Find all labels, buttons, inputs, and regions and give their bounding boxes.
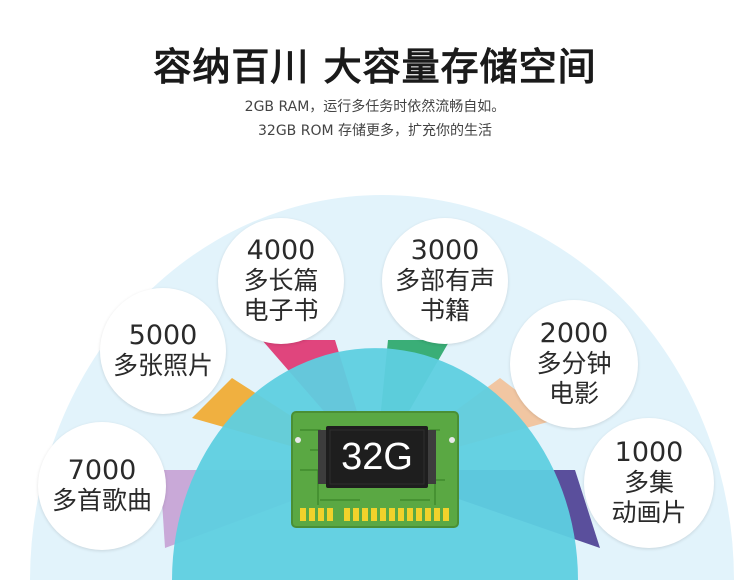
page-title: 容纳百川 大容量存储空间 — [153, 45, 597, 89]
bubble-songs: 7000 多首歌曲 — [38, 422, 166, 550]
bubble-label-2: 书籍 — [419, 296, 470, 325]
bubble-label: 多长篇 — [243, 266, 319, 295]
bubble-number: 3000 — [410, 235, 480, 266]
bubble-label: 多首歌曲 — [51, 486, 152, 515]
gold-pins — [300, 508, 449, 521]
bubble-number: 4000 — [246, 235, 316, 266]
bubble-ebooks: 4000 多长篇 电子书 — [218, 218, 344, 344]
bubble-movies: 2000 多分钟 电影 — [510, 300, 638, 428]
subtitle-rom: 32GB ROM 存储更多，扩充你的生活 — [258, 123, 492, 139]
bubble-label: 多分钟 — [536, 349, 612, 378]
bubble-number: 5000 — [128, 320, 198, 351]
bubble-number: 1000 — [614, 437, 684, 468]
bubble-photos: 5000 多张照片 — [100, 288, 226, 414]
bubble-audiobooks: 3000 多部有声 书籍 — [382, 218, 508, 344]
bubble-label-2: 电影 — [548, 379, 599, 408]
subtitle-ram: 2GB RAM，运行多任务时依然流畅自如。 — [244, 99, 506, 115]
chip-die — [326, 426, 428, 488]
bubble-cartoons: 1000 多集 动画片 — [584, 418, 714, 548]
bubble-label-2: 电子书 — [243, 296, 319, 325]
bubble-number: 7000 — [67, 455, 137, 486]
bubble-label: 多集 — [623, 468, 674, 497]
memory-chip — [291, 411, 459, 528]
bubble-label-2: 动画片 — [611, 498, 687, 527]
chip-capacity-label: 32G — [341, 436, 413, 478]
bubble-label: 多部有声 — [394, 266, 495, 295]
bubble-label: 多张照片 — [112, 351, 213, 380]
bubble-number: 2000 — [539, 318, 609, 349]
